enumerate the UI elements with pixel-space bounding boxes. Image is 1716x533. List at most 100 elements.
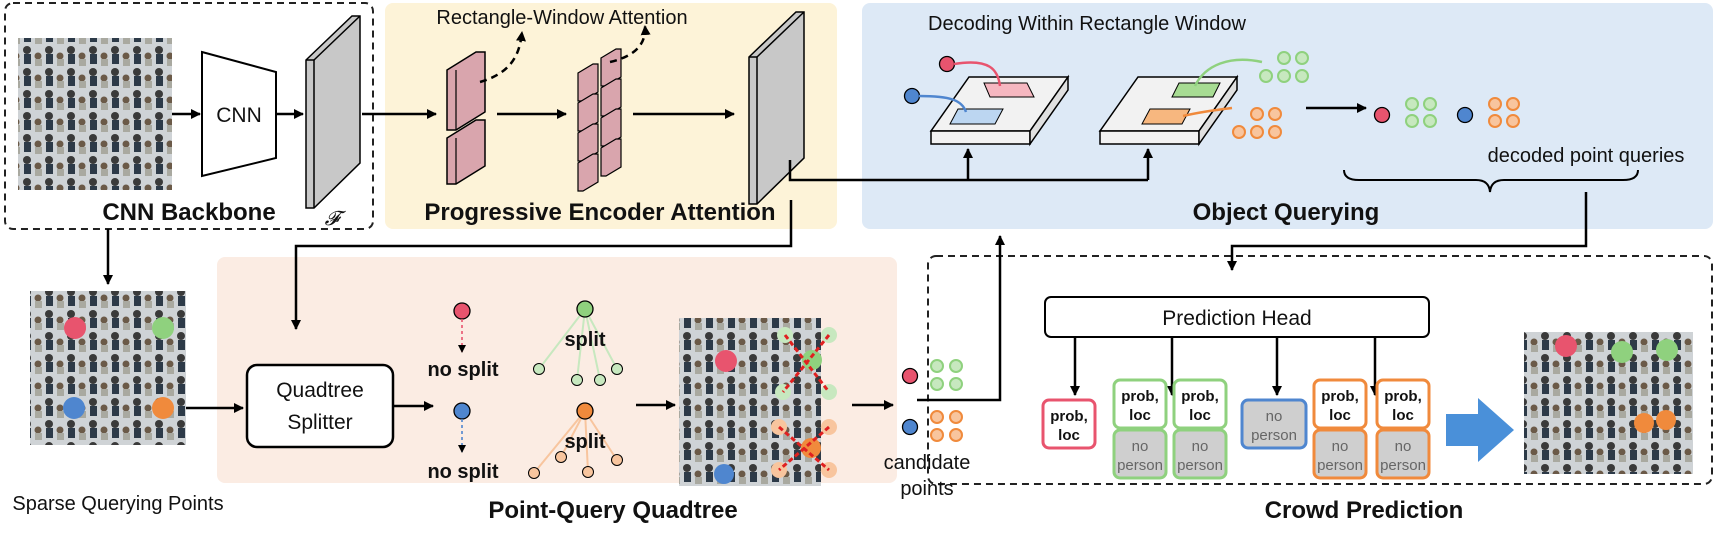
decoding-label: Decoding Within Rectangle Window bbox=[928, 13, 1246, 35]
green-query-dot bbox=[1277, 69, 1291, 83]
tree-root bbox=[576, 402, 594, 420]
card-orange-noperson-2-line2: person bbox=[1380, 457, 1426, 474]
input-crowd-image bbox=[18, 38, 172, 190]
orange-query-dot bbox=[1268, 107, 1282, 121]
out-dot-orange-2 bbox=[1656, 410, 1676, 430]
card-blue-noperson-line1: no bbox=[1266, 408, 1283, 425]
qt-dot-orange bbox=[801, 438, 821, 458]
attention-stage-1 bbox=[446, 51, 486, 185]
sparse-dot-green bbox=[152, 317, 174, 339]
decoded-green-dot bbox=[1405, 97, 1419, 111]
orange-query-cluster bbox=[1232, 107, 1282, 139]
card-orange-prob-1-line2: loc bbox=[1329, 407, 1351, 424]
candidate-green-dot bbox=[930, 377, 944, 391]
card-red-prob bbox=[1041, 398, 1097, 450]
card-orange-noperson-2-line1: no bbox=[1395, 438, 1412, 455]
out-dot-green-1 bbox=[1611, 341, 1633, 363]
split-tree-orange bbox=[528, 402, 623, 479]
tree-leaf bbox=[528, 467, 540, 479]
candidate-green-dot bbox=[949, 377, 963, 391]
tree-leaf bbox=[582, 466, 594, 478]
orange-query-dot bbox=[1268, 125, 1282, 139]
card-orange-prob-2-line1: prob, bbox=[1384, 388, 1422, 405]
prediction-cards: prob, loc prob, loc no person prob, loc no person… bbox=[1041, 337, 1431, 480]
attention-block bbox=[600, 138, 622, 177]
decoded-orange-dot bbox=[1506, 114, 1520, 128]
candidate-orange-dot bbox=[949, 410, 963, 424]
nosplit-red-dot bbox=[453, 302, 471, 320]
card-blue-noperson bbox=[1240, 398, 1308, 450]
decoded-orange-dot bbox=[1488, 114, 1502, 128]
tree-edge bbox=[584, 308, 601, 381]
attention-block bbox=[577, 123, 599, 162]
feature-map-f bbox=[305, 15, 361, 209]
qt-red-lines bbox=[781, 334, 831, 393]
decoded-green-dot bbox=[1423, 97, 1437, 111]
attention-block bbox=[577, 93, 599, 132]
candidate-orange-dot bbox=[949, 428, 963, 442]
tree-edge bbox=[584, 308, 618, 370]
split-label-2: split bbox=[564, 431, 605, 453]
sparse-points-image bbox=[30, 291, 186, 445]
quadtree-result-image bbox=[679, 318, 821, 486]
card-orange-prob-2-line2: loc bbox=[1392, 407, 1414, 424]
cnn-block bbox=[201, 50, 277, 178]
crowd-prediction-title: Crowd Prediction bbox=[1265, 497, 1464, 524]
decoded-point-queries-label: decoded point queries bbox=[1488, 145, 1685, 167]
tree-leaf bbox=[611, 363, 623, 375]
card-green-prob-1-line1: prob, bbox=[1121, 388, 1159, 405]
candidate-orange-dot bbox=[930, 428, 944, 442]
attention-block bbox=[600, 78, 622, 117]
tree-leaf bbox=[611, 454, 623, 466]
candidate-points bbox=[901, 359, 963, 442]
split-label-1: split bbox=[564, 329, 605, 351]
tree-root bbox=[576, 300, 594, 318]
encoder-output-map bbox=[748, 11, 805, 205]
card-green-prob-1 bbox=[1112, 378, 1168, 430]
card-orange-noperson-1-line2: person bbox=[1317, 457, 1363, 474]
quadtree-splitter-line1: Quadtree bbox=[276, 379, 364, 402]
green-query-dot bbox=[1295, 69, 1309, 83]
encoder-title: Progressive Encoder Attention bbox=[424, 199, 775, 226]
candidate-green-dot bbox=[949, 359, 963, 373]
card-green-noperson-1-line2: person bbox=[1117, 457, 1163, 474]
decoded-blue-dot bbox=[1456, 106, 1474, 124]
tree-edge bbox=[576, 308, 586, 381]
object-querying-region bbox=[862, 3, 1713, 229]
card-green-noperson-2 bbox=[1172, 428, 1228, 480]
quadtree-splitter-line2: Splitter bbox=[287, 411, 352, 434]
output-arrow bbox=[1446, 398, 1514, 462]
decoded-orange-dot bbox=[1488, 97, 1502, 111]
crowd-prediction-box bbox=[927, 255, 1713, 485]
attention-block bbox=[600, 48, 622, 87]
candidate-orange-dot bbox=[930, 410, 944, 424]
cnn-label: CNN bbox=[216, 104, 262, 127]
quadtree-splitter-box bbox=[245, 363, 395, 449]
tree-edge bbox=[584, 410, 618, 461]
green-query-dot bbox=[1277, 51, 1291, 65]
out-dot-orange-1 bbox=[1634, 413, 1654, 433]
sparse-points-label: Sparse Querying Points bbox=[12, 493, 223, 515]
tree-leaf bbox=[571, 374, 583, 386]
no-split-label-1: no split bbox=[427, 359, 498, 381]
decoding-slab-1 bbox=[929, 74, 1070, 147]
card-blue-noperson-line2: person bbox=[1251, 427, 1297, 444]
card-green-prob-2-line2: loc bbox=[1189, 407, 1211, 424]
orange-query-dot bbox=[1250, 107, 1264, 121]
card-green-noperson-2-line1: no bbox=[1192, 438, 1209, 455]
split-tree-green bbox=[533, 300, 623, 386]
candidate-points-line1: candidate bbox=[884, 452, 971, 474]
card-green-prob-2 bbox=[1172, 378, 1228, 430]
card-orange-noperson-1 bbox=[1312, 428, 1368, 480]
decoded-orange-dot bbox=[1506, 97, 1520, 111]
attention-stage-2 bbox=[577, 48, 622, 192]
card-orange-prob-1-line1: prob, bbox=[1321, 388, 1359, 405]
decoded-green-dot bbox=[1405, 114, 1419, 128]
card-green-noperson-2-line2: person bbox=[1177, 457, 1223, 474]
card-orange-noperson-2 bbox=[1375, 428, 1431, 480]
card-green-noperson-1 bbox=[1112, 428, 1168, 480]
decoded-red-dot bbox=[1373, 106, 1391, 124]
card-red-prob-line2: loc bbox=[1058, 427, 1080, 444]
qt-dot-blue bbox=[714, 464, 734, 484]
card-green-noperson-1-line1: no bbox=[1132, 438, 1149, 455]
